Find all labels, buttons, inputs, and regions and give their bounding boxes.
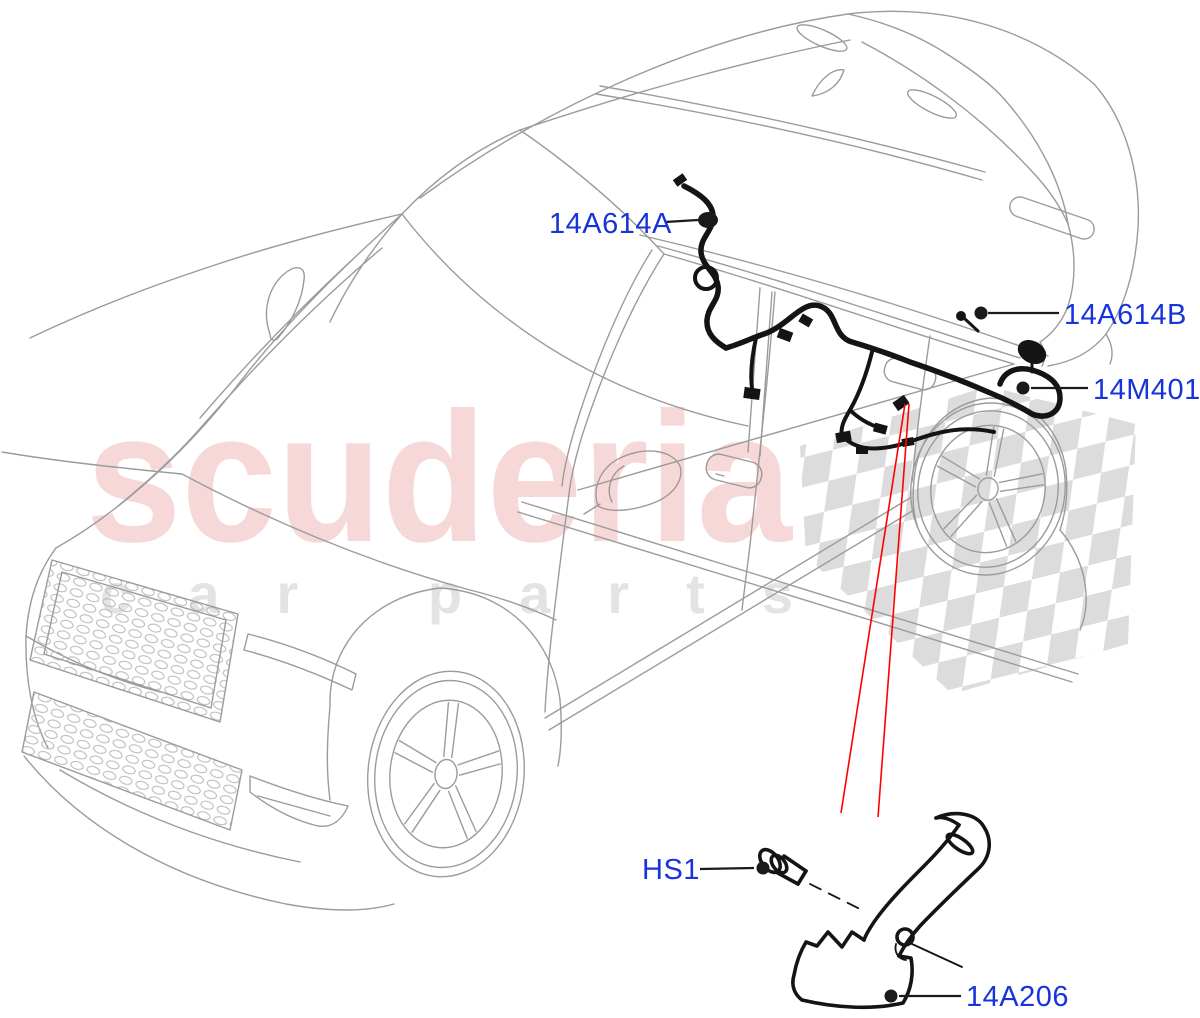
checkered-flag-watermark	[800, 386, 1136, 694]
vehicle-line-art	[1, 10, 1140, 911]
callout-label-14a206[interactable]: 14A206	[966, 981, 1069, 1013]
harness-ring-clip	[693, 265, 719, 291]
callout-14m401: 14M401	[1016, 374, 1200, 406]
bolt-axis-dashed-line	[809, 883, 863, 911]
red-reference-lines	[840, 403, 910, 818]
callout-14a614a: 14A614A	[549, 208, 718, 240]
callout-dot-14a614a	[698, 212, 718, 228]
bracket-hole	[895, 927, 915, 947]
bolt-hs1	[758, 847, 863, 911]
callout-label-14a614a[interactable]: 14A614A	[549, 208, 672, 240]
bracket-14a206	[791, 811, 992, 1010]
callout-hs1: HS1	[642, 854, 770, 886]
bracket-slot	[945, 832, 975, 856]
callout-dot-14a614b	[974, 306, 988, 320]
callout-dot-14m401	[1016, 381, 1030, 395]
wiring-harness	[672, 173, 1063, 454]
callout-dot-14a206	[884, 989, 898, 1003]
callout-label-14m401[interactable]: 14M401	[1093, 374, 1200, 406]
harness-connector	[672, 173, 688, 187]
callout-label-hs1[interactable]: HS1	[642, 854, 700, 886]
harness-connector-14m401	[1017, 340, 1047, 364]
callout-14a206: 14A206	[884, 981, 1069, 1013]
callout-label-14a614b[interactable]: 14A614B	[1064, 299, 1187, 331]
callouts: 14A614A 14A614B 14M401 HS1 14A206	[549, 208, 1200, 1013]
callout-dot-hs1	[756, 861, 770, 875]
watermark-primary-text: scuderia	[86, 375, 794, 581]
harness-stud-14a614b	[956, 311, 966, 321]
callout-14a614b: 14A614B	[974, 299, 1187, 331]
